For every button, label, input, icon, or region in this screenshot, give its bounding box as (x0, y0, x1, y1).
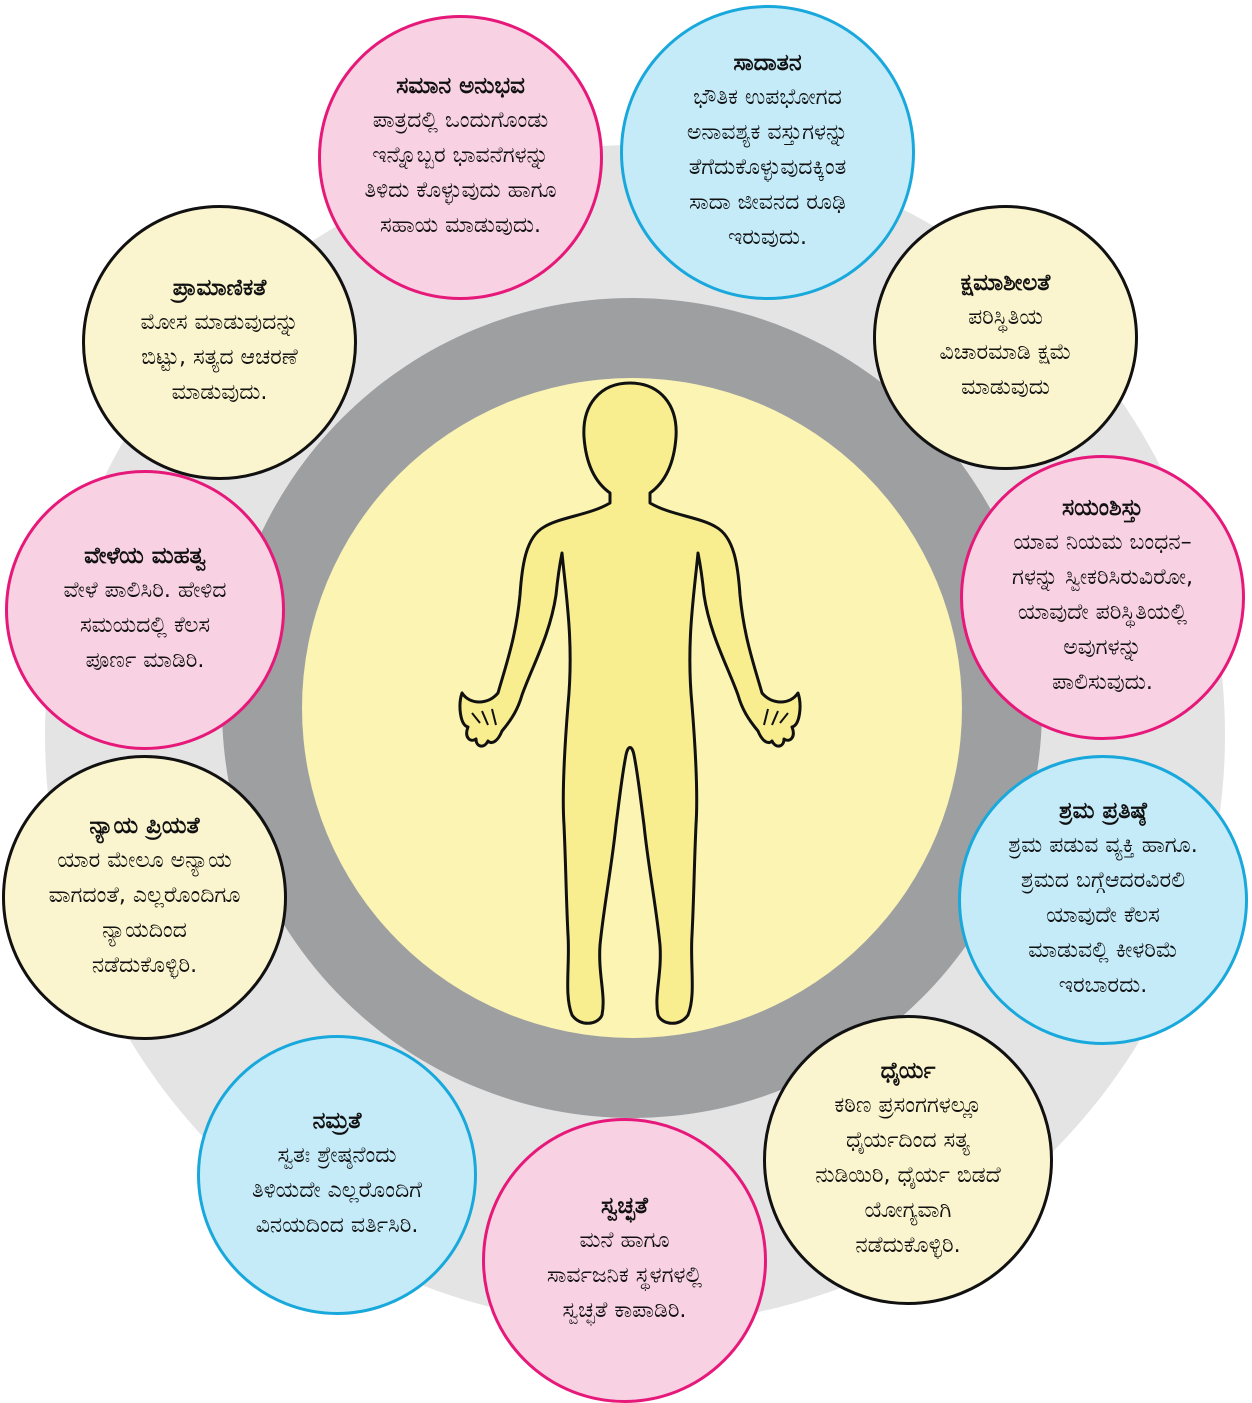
value-title: ವೇಳೆಯ ಮಹತ್ವ (84, 543, 206, 569)
value-title: ನ್ಯಾಯ ಪ್ರಿಯತೆ (89, 813, 199, 839)
value-line: ಮಾಡುವುದು. (140, 375, 298, 410)
value-line: ಅವುಗಳನ್ನು (1012, 630, 1193, 665)
value-line: ಇರಬಾರದು. (1008, 968, 1197, 1003)
value-line: ನುಡಿಯಿರಿ, ಧೈರ್ಯ ಬಿಡದೆ (815, 1158, 1001, 1193)
value-line: ಯಾವುದೇ ಕೆಲಸ (1008, 898, 1197, 933)
value-line: ಪಾತ್ರದಲ್ಲಿ ಒಂದುಗೊಂಡು (364, 103, 556, 138)
value-title: ಸಯಂಶಿಸ್ತು (1062, 495, 1143, 521)
value-line: ಸಹಾಯ ಮಾಡುವುದು. (364, 208, 556, 243)
value-line: ವಿಚಾರಮಾಡಿ ಕ್ಷಮೆ (940, 335, 1072, 370)
value-line: ವಿನಯದಿಂದ ವರ್ತಿಸಿರಿ. (252, 1208, 422, 1243)
value-title: ಸ್ವಚ್ಛತೆ (601, 1193, 648, 1219)
value-line: ತಿಳಿದು ಕೊಳ್ಳುವುದು ಹಾಗೂ (364, 173, 556, 208)
value-line: ಸಾರ್ವಜನಿಕ ಸ್ಥಳಗಳಲ್ಲಿ (547, 1258, 702, 1293)
value-line: ಯಾವುದೇ ಪರಿಸ್ಥಿತಿಯಲ್ಲಿ (1012, 595, 1193, 630)
value-title: ಸಮಾನ ಅನುಭವ (396, 73, 525, 99)
value-line: ಶ್ರಮ ಪಡುವ ವ್ಯಕ್ತಿ ಹಾಗೂ. (1008, 828, 1197, 863)
value-line: ಇರುವುದು. (687, 220, 848, 255)
value-bubble-sayamshistu: ಸಯಂಶಿಸ್ತು ಯಾವ ನಿಯಮ ಬಂಧನ– ಗಳನ್ನು ಸ್ವೀಕರಿಸ… (960, 455, 1245, 740)
value-bubble-velegeya-mahatva: ವೇಳೆಯ ಮಹತ್ವ ವೇಳೆ ಪಾಲಿಸಿರಿ. ಹೇಳಿದ ಸಮಯದಲ್ಲ… (5, 470, 285, 750)
value-line: ಕಠಿಣ ಪ್ರಸಂಗಗಳಲ್ಲೂ (815, 1088, 1001, 1123)
value-line: ಬಿಟ್ಟು, ಸತ್ಯದ ಆಚರಣೆ (140, 340, 298, 375)
value-line: ನಡೆದುಕೊಳ್ಳಿರಿ. (49, 948, 241, 983)
value-line: ನಡೆದುಕೊಳ್ಳಿರಿ. (815, 1228, 1001, 1263)
value-line: ಯಾವ ನಿಯಮ ಬಂಧನ– (1012, 525, 1193, 560)
value-line: ಯಾರ ಮೇಲೂ ಅನ್ಯಾಯ (49, 843, 241, 878)
value-bubble-saadaatana: ಸಾದಾತನ ಭೌತಿಕ ಉಪಭೋಗದ ಅನಾವಶ್ಯಕ ವಸ್ತುಗಳನ್ನು… (620, 5, 915, 300)
value-bubble-kshamasheelate: ಕ್ಷಮಾಶೀಲತೆ ಪರಿಸ್ಥಿತಿಯ ವಿಚಾರಮಾಡಿ ಕ್ಷಮೆ ಮಾ… (873, 205, 1138, 470)
value-line: ಶ್ರಮದ ಬಗ್ಗೆಆದರವಿರಲಿ (1008, 863, 1197, 898)
value-line: ತೆಗೆದುಕೊಳ್ಳುವುದಕ್ಕಿಂತ (687, 150, 848, 185)
value-bubble-pramanikate: ಪ್ರಾಮಾಣಿಕತೆ ಮೋಸ ಮಾಡುವುದನ್ನು ಬಿಟ್ಟು, ಸತ್ಯ… (82, 205, 357, 480)
value-title: ಸಾದಾತನ (733, 50, 801, 76)
value-title: ನಮ್ರತೆ (313, 1108, 362, 1134)
value-line: ಪೂರ್ಣ ಮಾಡಿರಿ. (64, 643, 227, 678)
human-figure-icon (440, 375, 820, 1035)
value-line: ಅನಾವಶ್ಯಕ ವಸ್ತುಗಳನ್ನು (687, 115, 848, 150)
value-bubble-dhairya: ಧೈರ್ಯ ಕಠಿಣ ಪ್ರಸಂಗಗಳಲ್ಲೂ ಧೈರ್ಯದಿಂದ ಸತ್ಯ ನ… (763, 1015, 1053, 1305)
value-line: ಸಾದಾ ಜೀವನದ ರೂಢಿ (687, 185, 848, 220)
value-line: ಸ್ವತಃ ಶ್ರೇಷ್ಠನೆಂದು (252, 1138, 422, 1173)
value-title: ಧೈರ್ಯ (881, 1058, 936, 1084)
value-line: ವಾಗದಂತೆ, ಎಲ್ಲರೊಂದಿಗೂ (49, 878, 241, 913)
value-line: ಮೋಸ ಮಾಡುವುದನ್ನು (140, 305, 298, 340)
value-line: ವೇಳೆ ಪಾಲಿಸಿರಿ. ಹೇಳಿದ (64, 573, 227, 608)
value-bubble-swachchate: ಸ್ವಚ್ಛತೆ ಮನೆ ಹಾಗೂ ಸಾರ್ವಜನಿಕ ಸ್ಥಳಗಳಲ್ಲಿ ಸ… (482, 1118, 767, 1403)
value-line: ಯೋಗ್ಯವಾಗಿ (815, 1193, 1001, 1228)
value-line: ಸ್ವಚ್ಛತೆ ಕಾಪಾಡಿರಿ. (547, 1293, 702, 1328)
value-line: ನ್ಯಾಯದಿಂದ (49, 913, 241, 948)
value-title: ಪ್ರಾಮಾಣಿಕತೆ (173, 275, 267, 301)
value-line: ಗಳನ್ನು ಸ್ವೀಕರಿಸಿರುವಿರೋ, (1012, 560, 1193, 595)
value-line: ಮನೆ ಹಾಗೂ (547, 1223, 702, 1258)
value-bubble-namrate: ನಮ್ರತೆ ಸ್ವತಃ ಶ್ರೇಷ್ಠನೆಂದು ತಿಳಿಯದೇ ಎಲ್ಲರೊ… (197, 1035, 477, 1315)
value-line: ಇನ್ನೊಬ್ಬರ ಭಾವನೆಗಳನ್ನು (364, 138, 556, 173)
value-line: ಮಾಡುವಲ್ಲಿ ಕೀಳರಿಮೆ (1008, 933, 1197, 968)
value-title: ಶ್ರಮ ಪ್ರತಿಷ್ಠೆ (1059, 798, 1147, 824)
value-title: ಕ್ಷಮಾಶೀಲತೆ (961, 270, 1051, 296)
value-bubble-shrama-pratishthe: ಶ್ರಮ ಪ್ರತಿಷ್ಠೆ ಶ್ರಮ ಪಡುವ ವ್ಯಕ್ತಿ ಹಾಗೂ. ಶ… (958, 755, 1248, 1045)
value-line: ತಿಳಿಯದೇ ಎಲ್ಲರೊಂದಿಗೆ (252, 1173, 422, 1208)
value-line: ಮಾಡುವುದು (940, 370, 1072, 405)
value-bubble-nyaaya-priyate: ನ್ಯಾಯ ಪ್ರಿಯತೆ ಯಾರ ಮೇಲೂ ಅನ್ಯಾಯ ವಾಗದಂತೆ, ಎ… (2, 755, 287, 1040)
value-bubble-samana-anubhava: ಸಮಾನ ಅನುಭವ ಪಾತ್ರದಲ್ಲಿ ಒಂದುಗೊಂಡು ಇನ್ನೊಬ್ಬ… (318, 15, 603, 300)
value-line: ಧೈರ್ಯದಿಂದ ಸತ್ಯ (815, 1123, 1001, 1158)
value-line: ಪರಿಸ್ಥಿತಿಯ (940, 300, 1072, 335)
value-line: ಭೌತಿಕ ಉಪಭೋಗದ (687, 80, 848, 115)
value-line: ಪಾಲಿಸುವುದು. (1012, 665, 1193, 700)
value-line: ಸಮಯದಲ್ಲಿ ಕೆಲಸ (64, 608, 227, 643)
